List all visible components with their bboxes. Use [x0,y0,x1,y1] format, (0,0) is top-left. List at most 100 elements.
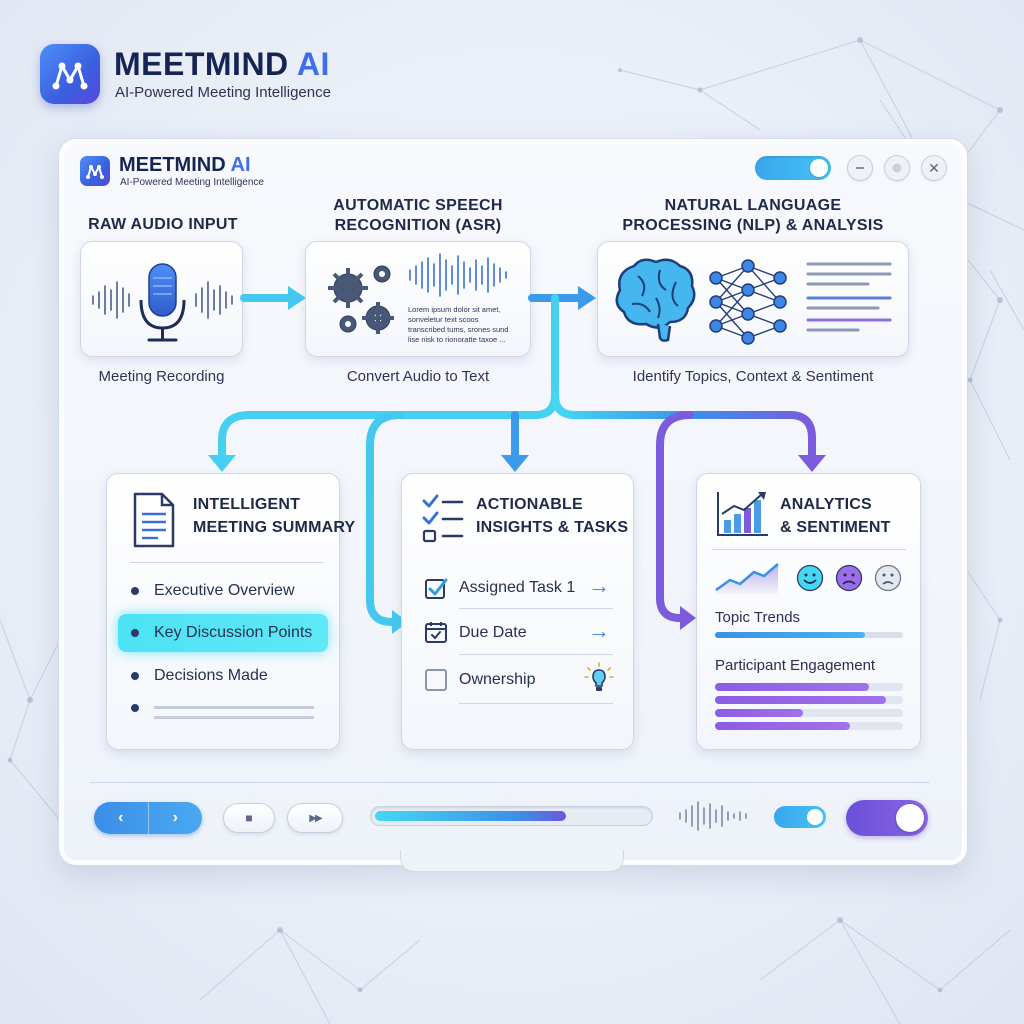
bullet-dot [131,672,139,680]
window-name-accent: AI [230,154,251,176]
window-logo-icon [86,164,104,179]
stop-icon: ■ [245,811,253,825]
close-button[interactable]: ✕ [921,155,947,181]
transcript-line: transcribed tums, srones sund [408,325,509,334]
calendar-icon [424,620,448,649]
arrow-right-icon[interactable]: → [588,573,610,598]
bar-chart-icon [716,490,770,543]
previous-button[interactable]: ‹ [94,802,149,834]
summary-title-line2: MEETING SUMMARY [193,519,356,536]
analytics-card-title: ANALYTICS & SENTIMENT [780,493,891,539]
engagement-bar [715,709,903,717]
brand-name: MEETMIND [114,46,289,82]
stage2-caption: Convert Audio to Text [346,368,490,385]
task-ownership[interactable]: Ownership [459,671,536,688]
engagement-bar-fill [715,683,870,691]
engagement-bar-fill [715,722,851,730]
transcript-preview: Lorem ipsum dolor sit amet, sonveletur t… [408,305,508,345]
window-title: MEETMIND AI [119,154,251,177]
tasks-card-title: ACTIONABLE INSIGHTS & TASKS [476,493,628,539]
fast-forward-button[interactable]: ▶▶ [287,803,343,833]
playback-progress-fill [375,811,567,821]
placeholder-line [154,706,314,709]
divider [130,562,324,563]
window-name: MEETMIND [119,154,226,176]
summary-item-key-discussion-points[interactable]: Key Discussion Points [154,624,313,641]
summary-title-line1: INTELLIGENT [193,496,301,513]
top-toggle-switch[interactable] [755,156,831,180]
gears-icon [328,253,507,334]
tasks-title-line1: ACTIONABLE [476,496,583,513]
analytics-title-line2: & SENTIMENT [780,519,891,536]
brand-tagline: AI-Powered Meeting Intelligence [115,84,331,101]
microphone-icon [92,263,233,342]
next-button[interactable]: › [172,809,178,826]
brand-logo-icon [52,62,88,90]
task-assigned-task-1[interactable]: Assigned Task 1 [459,579,576,596]
window-dock-tab [400,850,624,872]
toggle-knob [807,809,823,825]
bullet-dot [131,587,139,595]
happy-face-icon [796,564,824,597]
topic-trends-bar [715,632,903,638]
stage3-heading: NATURAL LANGUAGE PROCESSING (NLP) & ANAL… [590,196,916,236]
maximize-button[interactable] [884,155,910,181]
controls-divider [90,782,930,783]
summary-card-title: INTELLIGENT MEETING SUMMARY [193,493,355,539]
transcript-line: Lorem ipsum dolor sit amet, [408,305,501,314]
nlp-visual [615,258,892,345]
maximize-icon [892,163,902,173]
fast-forward-icon: ▶▶ [309,812,322,824]
asr-card: Lorem ipsum dolor sit amet, sonveletur t… [305,241,531,357]
summary-item-decisions-made[interactable]: Decisions Made [154,667,268,684]
stage2-heading-line2: RECOGNITION (ASR) [334,217,502,234]
topic-trends-label: Topic Trends [715,609,801,626]
neutral-face-icon [874,564,902,597]
analytics-title-line1: ANALYTICS [780,496,872,513]
stage2-heading-line1: AUTOMATIC SPEECH [333,197,503,214]
stage1-heading: RAW AUDIO INPUT [88,216,238,233]
checkbox-checked-icon[interactable] [424,576,448,605]
bullet-dot [131,629,139,637]
window-logo [80,156,110,186]
playback-progress-bar[interactable] [370,806,653,826]
prev-next-nav: ‹ › [94,802,202,834]
nlp-card [597,241,909,357]
transcript-line: sonveletur text scoos [408,315,479,324]
sad-face-icon [835,564,863,597]
checkbox-empty-icon[interactable] [424,668,448,697]
task-due-date[interactable]: Due Date [459,624,527,641]
engagement-bar [715,696,903,704]
tasks-title-line2: INSIGHTS & TASKS [476,519,629,536]
audio-waveform-icon [676,800,756,837]
stage3-caption: Identify Topics, Context & Sentiment [632,368,874,385]
audio-toggle-switch[interactable] [774,806,826,828]
brand-title: MEETMIND AI [114,46,330,83]
brand-name-accent: AI [296,46,330,82]
summary-item-highlight[interactable] [118,614,328,652]
summary-card [106,473,340,750]
transcript-line: lise nisk to rionoratte taxoe ... [408,335,506,344]
placeholder-line [154,716,314,719]
bullet-dot [131,704,139,712]
stage1-caption: Meeting Recording [98,368,225,385]
stop-button[interactable]: ■ [223,803,275,833]
engagement-bars [715,683,903,735]
trend-line-icon [714,560,782,599]
brain-icon [615,258,696,342]
ai-mode-toggle-switch[interactable] [846,800,928,836]
summary-item-executive-overview[interactable]: Executive Overview [154,582,295,599]
toggle-knob [810,159,828,177]
divider [459,654,613,655]
divider [459,703,613,704]
toggle-knob [896,804,924,832]
divider [712,549,906,550]
minimize-button[interactable] [847,155,873,181]
engagement-bar-fill [715,696,887,704]
lightbulb-icon [584,662,614,699]
document-icon [132,492,176,553]
arrow-right-icon[interactable]: → [588,618,610,643]
text-lines-icon [806,262,892,332]
